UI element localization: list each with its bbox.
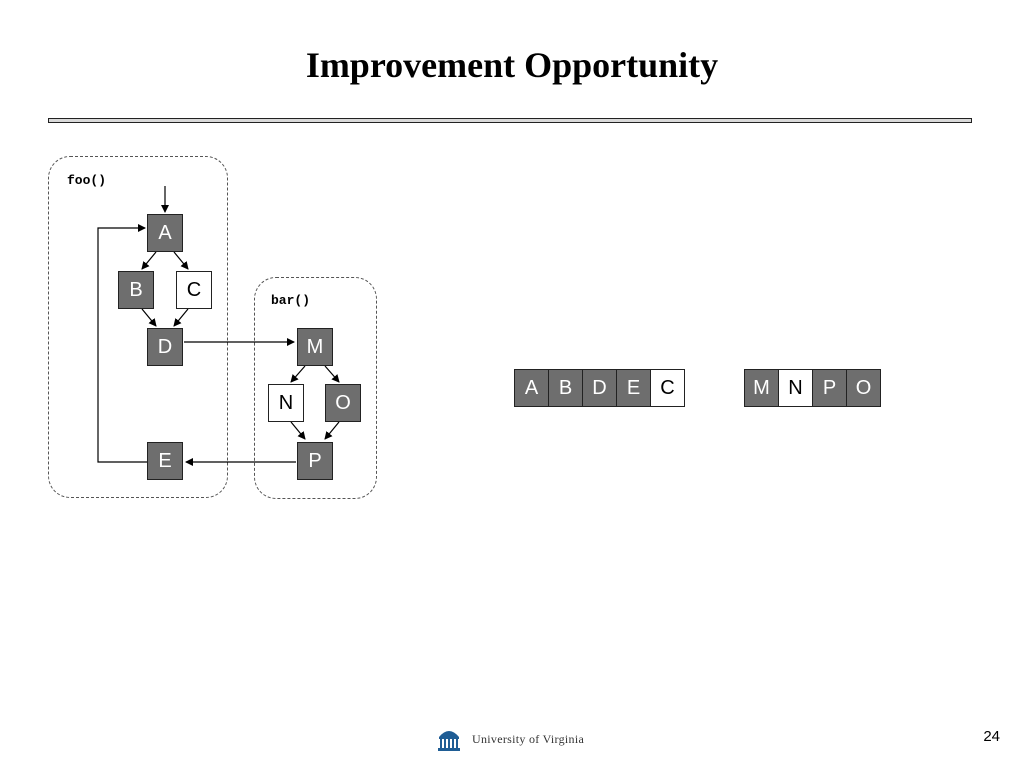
foo-seq-cell-5: C [650,369,685,407]
title-divider [48,118,972,123]
rotunda-icon [438,731,460,751]
node-A: A [147,214,183,252]
bar-seq-cell-4: O [846,369,881,407]
bar-function-box [254,277,377,499]
bar-seq-cell-1: M [744,369,779,407]
university-logo: University of Virginia [438,727,584,751]
edge-M-N [290,365,306,383]
edge-E-A [97,224,147,463]
edge-B-D [141,308,157,327]
foo-function-label: foo() [67,173,107,188]
edge-A-B [141,251,157,270]
page-number: 24 [983,728,1000,745]
foo-seq-cell-3: D [582,369,617,407]
bar-seq-cell-3: P [812,369,847,407]
foo-function-box [48,156,228,498]
foo-seq-cell-2: B [548,369,583,407]
bar-function-label: bar() [271,293,311,308]
node-C: C [176,271,212,309]
bar-block-sequence: M N P O [744,369,881,407]
foo-seq-cell-4: E [616,369,651,407]
edge-A-C [173,251,189,270]
foo-block-sequence: A B D E C [514,369,685,407]
university-name: University of Virginia [472,731,585,746]
slide-title: Improvement Opportunity [305,45,719,85]
node-D: D [147,328,183,366]
node-P: P [297,442,333,480]
node-M: M [297,328,333,366]
node-O: O [325,384,361,422]
edge-N-P [290,421,306,440]
edge-O-P [324,421,340,440]
node-E: E [147,442,183,480]
bar-seq-cell-2: N [778,369,813,407]
edge-M-O [324,365,340,383]
foo-seq-cell-1: A [514,369,549,407]
node-N: N [268,384,304,422]
node-B: B [118,271,154,309]
edge-C-D [173,308,189,327]
